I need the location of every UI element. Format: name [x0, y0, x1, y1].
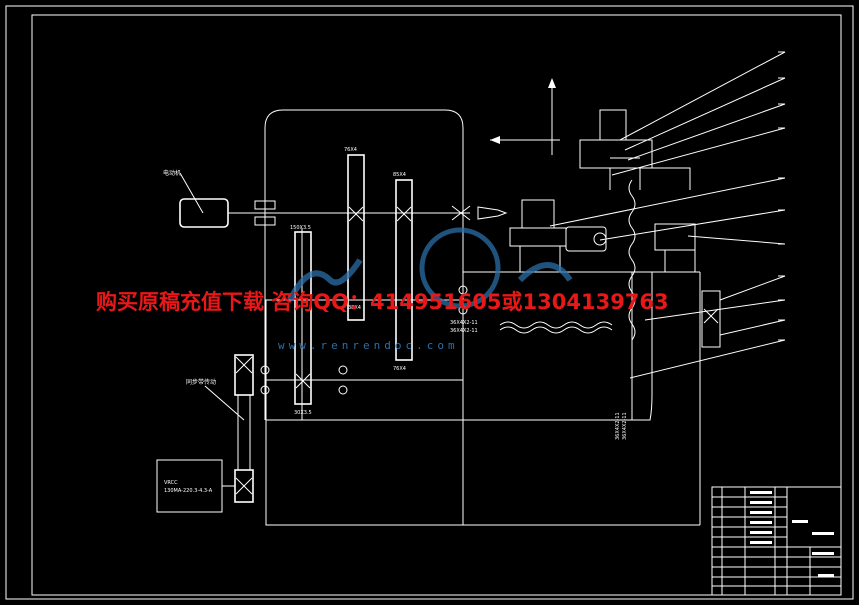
bearing-input — [254, 200, 276, 226]
gear-1 — [347, 154, 365, 321]
gear3-bottom-label: 30X3.5 — [294, 410, 312, 416]
base-outline — [265, 300, 700, 526]
servo-box-line1: VRCC — [164, 480, 178, 486]
inner-frame — [31, 14, 842, 596]
direction-arrows — [490, 78, 560, 155]
tool-holder — [509, 199, 607, 273]
break-line-horizontal-2 — [499, 326, 613, 334]
part-leaders — [549, 51, 786, 379]
motor-leader — [179, 172, 204, 214]
title-block — [711, 486, 842, 596]
gear-2 — [395, 179, 413, 361]
belt-label: 同步带传动 — [186, 378, 216, 386]
dim-text-1: 36X4X2-11 — [450, 320, 478, 326]
right-fixture — [654, 223, 721, 348]
gear2-top-label: 85X4 — [393, 172, 406, 178]
motor-body — [179, 198, 229, 228]
spindle-chuck — [451, 205, 508, 221]
break-line-horizontal — [499, 321, 613, 329]
gear2-bottom-label: 76X4 — [393, 366, 406, 372]
motor-label: 电动机 — [163, 169, 181, 177]
gear1-top-label: 76X4 — [344, 147, 357, 153]
break-line-vertical — [628, 179, 636, 341]
gearbox-casing — [264, 109, 464, 300]
dim-text-3: 36X4X2-11 — [615, 412, 621, 440]
dim-text-4: 36X4X2-11 — [622, 412, 628, 440]
gear3-top-label: 150X3.5 — [290, 225, 311, 231]
servo-box-line2: 130MA-220.3-4.3-A — [164, 488, 213, 494]
outer-frame — [5, 5, 854, 600]
part-number-ticks — [778, 51, 785, 341]
servo-motor-box — [156, 459, 223, 513]
belt-leader — [204, 385, 245, 421]
belt-drive — [222, 354, 254, 503]
cross-slide — [579, 109, 691, 190]
gear1-mid-label: 38X4 — [348, 305, 361, 311]
watermark-logo — [287, 227, 573, 309]
gear-3 — [294, 231, 312, 405]
watermark-url: www.renrendoc.com — [278, 339, 459, 352]
dim-text-2: 36X4X2-11 — [450, 328, 478, 334]
watermark-text: 购买原稿充值下载 咨询QQ：414951605或1304139763 — [96, 290, 669, 314]
